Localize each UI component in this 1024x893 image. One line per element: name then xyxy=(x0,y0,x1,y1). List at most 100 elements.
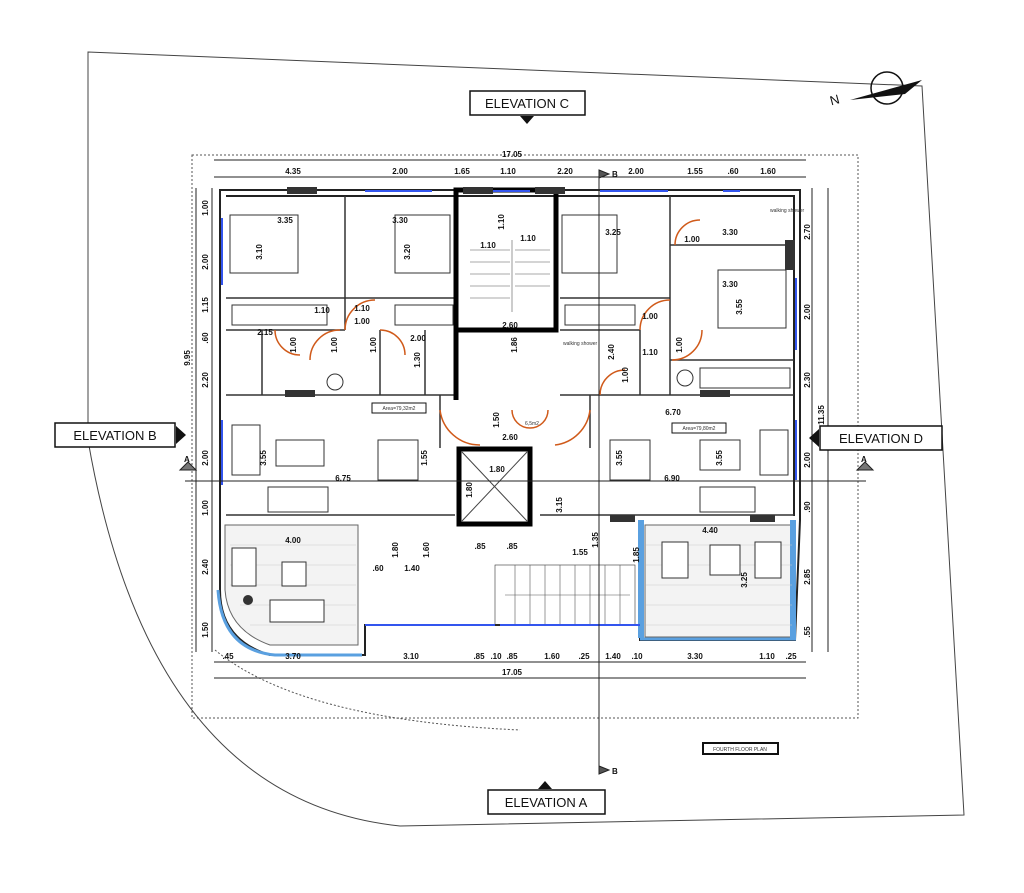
left-dimension: 1.00 xyxy=(201,200,210,216)
top-dimension: 1.10 xyxy=(500,167,516,176)
room-dimension: 2.15 xyxy=(257,328,273,337)
room-dimension: 3.25 xyxy=(740,572,749,588)
furniture xyxy=(229,214,791,513)
room-dimension: 1.10 xyxy=(354,304,370,313)
room-dimension: 3.30 xyxy=(392,216,408,225)
room-dimension: 3.55 xyxy=(735,299,744,315)
room-dimension: 1.55 xyxy=(420,450,429,466)
area-tag-right xyxy=(671,422,727,434)
room-dimension: 1.80 xyxy=(489,465,505,474)
elevation-b-tag: ELEVATION B xyxy=(54,422,186,448)
drawing-title-tag: FOURTH FLOOR PLAN xyxy=(702,742,779,755)
elevation-c-tag: ELEVATION C xyxy=(469,90,586,124)
room-dimension: .85 xyxy=(506,542,518,551)
bottom-dimension: .45 xyxy=(222,652,234,661)
top-dimension: 1.65 xyxy=(454,167,470,176)
room-dimension: 4.40 xyxy=(702,526,718,535)
room-dimension: 3.25 xyxy=(605,228,621,237)
top-dimension: 2.20 xyxy=(557,167,573,176)
bottom-dimension: .10 xyxy=(490,652,502,661)
elevation-a-tag: ELEVATION A xyxy=(487,781,606,815)
room-dimension: 2.40 xyxy=(607,344,616,360)
bottom-dimension: 1.10 xyxy=(759,652,775,661)
overall-width-top: 17.05 xyxy=(502,150,523,159)
room-dimension: 2.00 xyxy=(410,334,426,343)
room-dimension: 1.00 xyxy=(621,367,630,383)
room-dimension: 1.00 xyxy=(330,337,339,353)
dimension-lines xyxy=(195,159,829,679)
room-dimension: 3.35 xyxy=(277,216,293,225)
top-dimension: 1.55 xyxy=(687,167,703,176)
room-dimension: 3.55 xyxy=(259,450,268,466)
area-left-apartment: Area=79,32m2 xyxy=(383,406,416,412)
balcony-left xyxy=(216,524,362,657)
bottom-dimension: .85 xyxy=(506,652,518,661)
right-dimension: .90 xyxy=(803,501,812,513)
lower-stair xyxy=(494,564,636,626)
bottom-dimension: 3.70 xyxy=(285,652,301,661)
room-dimension: 1.00 xyxy=(369,337,378,353)
site-boundary xyxy=(87,51,965,827)
left-dimension: 1.15 xyxy=(201,297,210,313)
elevation-d-tag: ELEVATION D xyxy=(809,425,943,451)
top-dimension: 2.00 xyxy=(628,167,644,176)
section-b-top-marker: B xyxy=(612,170,618,179)
right-dimension: 2.00 xyxy=(803,304,812,320)
north-label: N xyxy=(828,91,841,108)
elevation-a-label: ELEVATION A xyxy=(505,795,588,810)
room-dimension: 1.00 xyxy=(675,337,684,353)
top-dimension: .60 xyxy=(727,167,739,176)
room-dimension: 4.00 xyxy=(285,536,301,545)
room-dimension: 3.15 xyxy=(555,497,564,513)
room-dimension: 1.00 xyxy=(684,235,700,244)
area-right-apartment: Area=79,80m2 xyxy=(683,426,716,432)
setback-curve xyxy=(214,649,521,731)
room-dimension: 1.10 xyxy=(642,348,658,357)
setback-line xyxy=(191,154,859,719)
right-dimension: 2.70 xyxy=(803,224,812,240)
room-dimension: 1.00 xyxy=(642,312,658,321)
structural-columns xyxy=(285,187,795,522)
room-dimension: .85 xyxy=(474,542,486,551)
balcony-right xyxy=(638,520,796,641)
room-dimension: 1.00 xyxy=(354,317,370,326)
room-dimension: 3.10 xyxy=(255,244,264,260)
room-dimension: 6.70 xyxy=(665,408,681,417)
left-dimension: 2.20 xyxy=(201,372,210,388)
room-dimension: 1.50 xyxy=(492,412,501,428)
room-dimension: 2.60 xyxy=(502,321,518,330)
right-dimension: 2.85 xyxy=(803,569,812,585)
room-dimension: 3.30 xyxy=(722,280,738,289)
drawing-title: FOURTH FLOOR PLAN xyxy=(713,747,767,753)
left-dimension: 2.40 xyxy=(201,559,210,575)
top-dimension: 2.00 xyxy=(392,167,408,176)
room-dimension: 1.85 xyxy=(632,547,641,563)
room-dimension: 1.40 xyxy=(404,564,420,573)
left-dimension: 1.50 xyxy=(201,622,210,638)
left-dimension: 1.00 xyxy=(201,500,210,516)
room-dimension: 1.86 xyxy=(510,337,519,353)
shower-label-2: walking shower xyxy=(563,341,598,347)
room-dimension: 2.60 xyxy=(502,433,518,442)
bottom-dimension: 1.40 xyxy=(605,652,621,661)
left-dimension: 2.00 xyxy=(201,254,210,270)
section-lines xyxy=(178,169,875,775)
stair-core xyxy=(453,187,559,400)
room-dimension: 1.00 xyxy=(289,337,298,353)
room-dimension: 6.75 xyxy=(335,474,351,483)
overall-depth-right: 11.35 xyxy=(817,405,826,425)
right-dimension: 2.00 xyxy=(803,452,812,468)
elevation-c-label: ELEVATION C xyxy=(485,96,569,111)
bottom-dimension: 3.30 xyxy=(687,652,703,661)
room-dimension: 3.30 xyxy=(722,228,738,237)
room-dimension: 3.20 xyxy=(403,244,412,260)
elevation-b-label: ELEVATION B xyxy=(73,428,156,443)
bottom-dimension: .25 xyxy=(785,652,797,661)
section-a-left-marker: A xyxy=(184,455,190,464)
interior-walls xyxy=(226,196,794,516)
section-b-bottom-marker: B xyxy=(612,767,618,776)
room-dimension: 1.10 xyxy=(520,234,536,243)
bottom-dimension: 3.10 xyxy=(403,652,419,661)
section-a-right-marker: A xyxy=(861,455,867,464)
